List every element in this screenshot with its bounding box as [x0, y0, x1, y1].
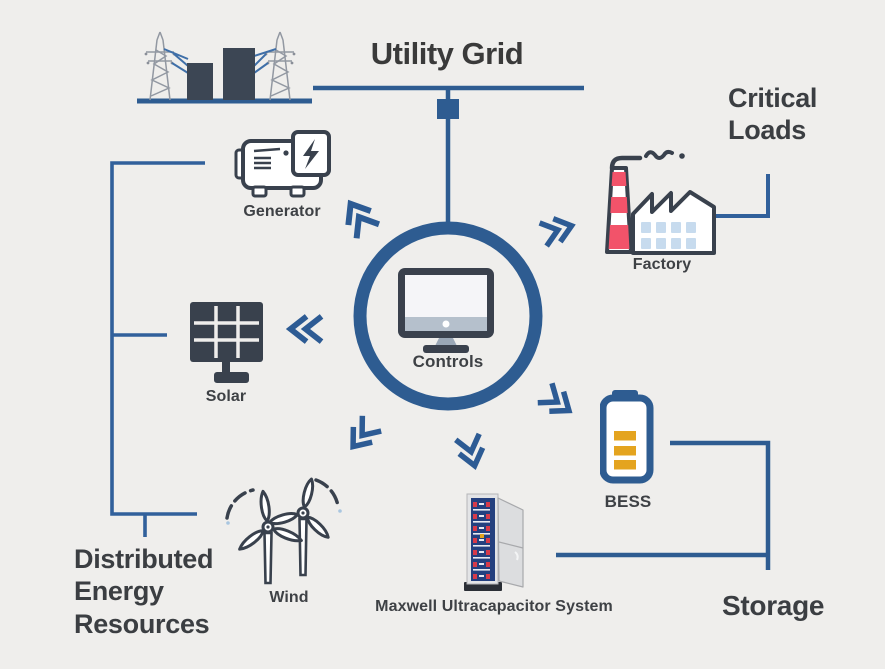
generator-label: Generator [243, 203, 321, 220]
storage-bracket-line [556, 440, 771, 570]
monitor-icon [398, 268, 494, 353]
lightning-icon [291, 130, 331, 177]
arrow-to-solar-icon [285, 314, 324, 344]
distributed-energy-resources-label: Distributed Energy Resources [74, 544, 214, 639]
battery-icon [600, 390, 654, 484]
arrow-to-wind-icon [350, 415, 382, 451]
arrow-to-factory-icon [538, 216, 576, 248]
wind-turbines-icon [225, 477, 342, 585]
ultracapacitor-cabinet-icon [464, 493, 524, 591]
wind-label: Wind [269, 589, 309, 606]
utility-grid-title: Utility Grid [370, 36, 524, 71]
bess-label: BESS [604, 492, 652, 511]
arrow-to-ultracapacitor-icon [454, 432, 486, 470]
generator-icon [234, 130, 331, 198]
solar-label: Solar [205, 388, 247, 405]
arrow-to-generator-icon [345, 199, 381, 239]
factory-label: Factory [632, 256, 692, 273]
controls-label: Controls [412, 352, 484, 371]
der-bracket-line [110, 161, 205, 537]
critical-loads-bracket-line [713, 174, 770, 218]
solar-panel-icon [190, 302, 263, 383]
controls-ring [353, 221, 543, 411]
arrow-to-bess-icon [537, 382, 573, 414]
storage-label: Storage [722, 590, 825, 621]
junction-square [437, 99, 459, 119]
power-plant-icon [144, 31, 296, 101]
critical-loads-label: Critical Loads [728, 83, 818, 146]
factory-icon [605, 149, 716, 255]
ultracapacitor-label: Maxwell Ultracapacitor System [375, 598, 613, 615]
